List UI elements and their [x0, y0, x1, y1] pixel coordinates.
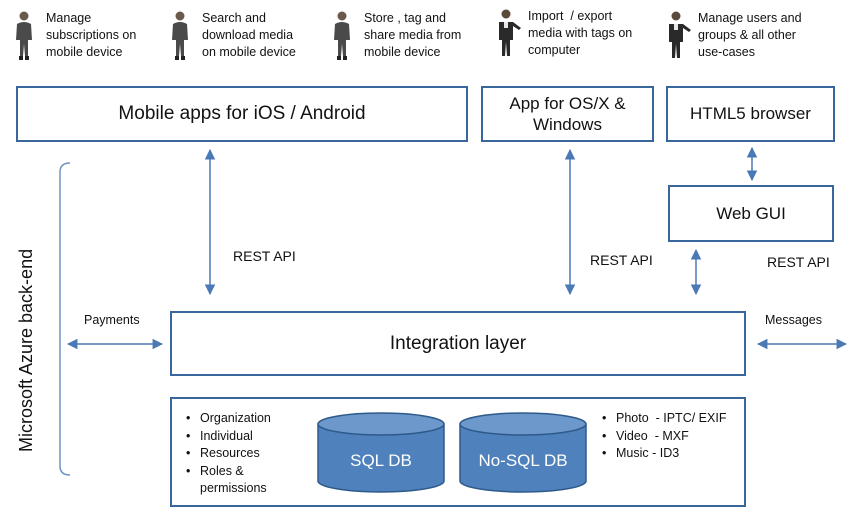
azure-backend-label: Microsoft Azure back-end: [16, 248, 36, 452]
entity-list: Organization Individual Resources Roles …: [182, 410, 271, 498]
media-format-item: Video - MXF: [598, 428, 726, 446]
businessman-figure-icon: [669, 11, 691, 58]
entity-item: Roles & permissions: [182, 463, 271, 498]
nosql-db-label: No-SQL DB: [478, 451, 567, 470]
persona-text: Manage users and groups & all other use-…: [698, 11, 802, 59]
entity-item: Resources: [182, 445, 271, 463]
businesswoman-figure-icon: [16, 11, 32, 60]
media-format-item: Music - ID3: [598, 445, 726, 463]
persona-manage-users: Manage users and groups & all other use-…: [664, 10, 802, 62]
mobile-apps-box: Mobile apps for iOS / Android: [16, 86, 468, 142]
rest-api-label: REST API: [233, 248, 296, 264]
entity-item: Organization: [182, 410, 271, 428]
persona-manage-subscriptions: Manage subscriptions on mobile device: [12, 10, 136, 62]
azure-backend-brace: [59, 162, 71, 476]
persona-import-export: Import / export media with tags on compu…: [494, 8, 632, 60]
sql-db-cylinder: [317, 412, 445, 493]
html5-browser-box: HTML5 browser: [666, 86, 835, 142]
nosql-db-cylinder: [459, 412, 587, 493]
persona-search-download: Search and download media on mobile devi…: [168, 10, 296, 62]
persona-text: Manage subscriptions on mobile device: [46, 11, 137, 59]
rest-api-label: REST API: [767, 254, 830, 270]
payments-label: Payments: [84, 313, 140, 327]
media-format-list: Photo - IPTC/ EXIF Video - MXF Music - I…: [598, 410, 726, 463]
entity-item: Individual: [182, 428, 271, 446]
persona-text: Search and download media on mobile devi…: [202, 11, 296, 59]
desktop-app-box: App for OS/X & Windows: [481, 86, 654, 142]
messages-label: Messages: [765, 313, 822, 327]
persona-store-tag-share: Store , tag and share media from mobile …: [330, 10, 461, 62]
businesswoman-figure-icon: [334, 11, 350, 60]
integration-layer-box: Integration layer: [170, 311, 746, 376]
persona-text: Store , tag and share media from mobile …: [364, 11, 462, 59]
rest-api-label: REST API: [590, 252, 653, 268]
sql-db-label: SQL DB: [350, 451, 412, 470]
businessman-figure-icon: [499, 9, 521, 56]
web-gui-box: Web GUI: [668, 185, 834, 242]
media-format-item: Photo - IPTC/ EXIF: [598, 410, 726, 428]
businesswoman-figure-icon: [172, 11, 188, 60]
persona-text: Import / export media with tags on compu…: [528, 9, 633, 57]
